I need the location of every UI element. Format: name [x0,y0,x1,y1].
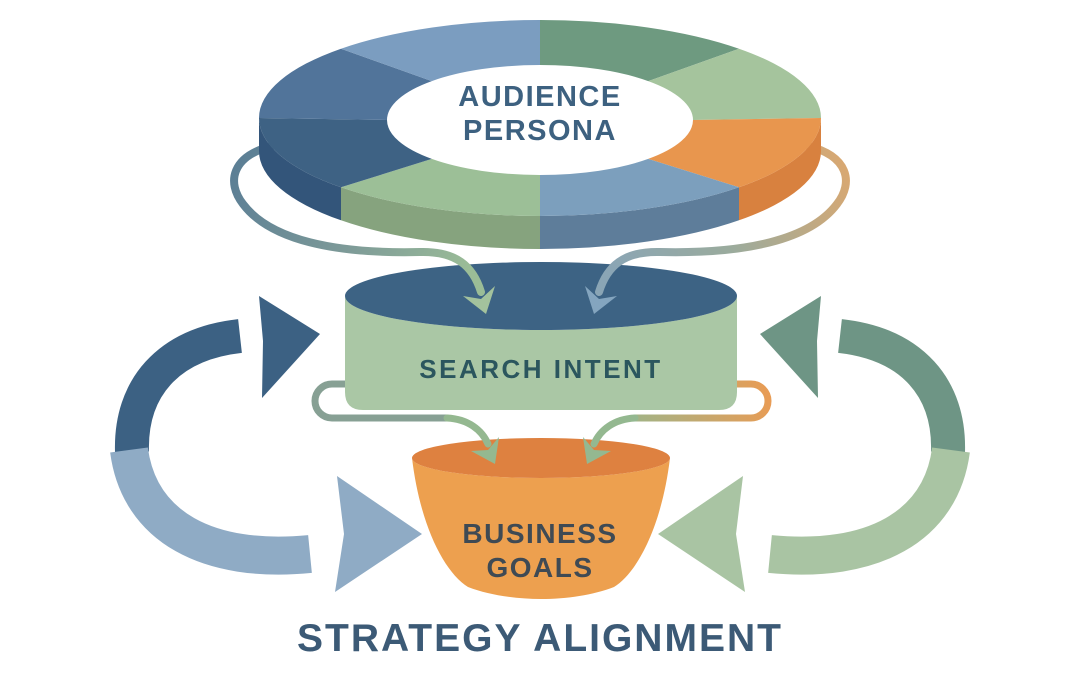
donut-side-left [258,118,341,221]
cycle-arrow-right-bottom-head-icon [658,476,745,592]
funnel-label-line2: GOALS [486,552,593,583]
left-loop-arrow-tail [443,414,492,448]
business-goals-funnel-top [412,438,670,478]
left-wrap-connector [230,142,485,296]
donut-segment-bottom-right [540,158,739,217]
donut-segment-right-lower [648,118,822,188]
funnel-label-line1: BUSINESS [462,518,617,549]
cycle-arrow-right-top-band [837,319,966,453]
donut-side-bottom-right [540,187,739,250]
donut-segment-left-lower [258,118,432,188]
donut-label-line2: PERSONA [463,115,617,147]
right-wrap-arrowhead-icon [585,286,617,314]
donut-side-right [739,118,822,221]
donut-segment-top-left [341,19,540,82]
donut-segment-top-right [540,19,739,82]
search-intent-cylinder-top [345,262,737,330]
donut-segment-left-upper [258,48,432,121]
left-loop-connector [311,380,451,422]
left-loop-arrowhead-icon [471,437,499,464]
cycle-arrow-right-top-head-icon [760,296,821,398]
business-goals-funnel-body [412,458,670,599]
cycle-arrow-left-bottom-head-icon [335,476,422,592]
donut-side-bottom-left [341,187,540,250]
right-loop-connector [631,380,772,422]
diagram-title: STRATEGY ALIGNMENT [297,617,783,660]
cylinder-label: SEARCH INTENT [419,354,662,384]
donut-segment-bottom-left [341,158,540,217]
donut-segment-right-upper [648,48,822,121]
left-wrap-arrowhead-icon [463,286,495,314]
right-loop-arrow-tail [590,414,639,448]
cycle-arrow-left-top-head-icon [259,296,320,398]
donut-label-line1: AUDIENCE [458,81,621,113]
audience-persona-donut [258,19,822,250]
right-loop-arrowhead-icon [583,437,611,464]
cycle-arrow-left-top-band [114,319,243,453]
cycle-arrow-right-bottom-band [768,446,970,575]
cycle-arrow-left-bottom-band [110,446,312,575]
right-wrap-connector [595,142,850,296]
search-intent-cylinder-body [345,296,737,410]
